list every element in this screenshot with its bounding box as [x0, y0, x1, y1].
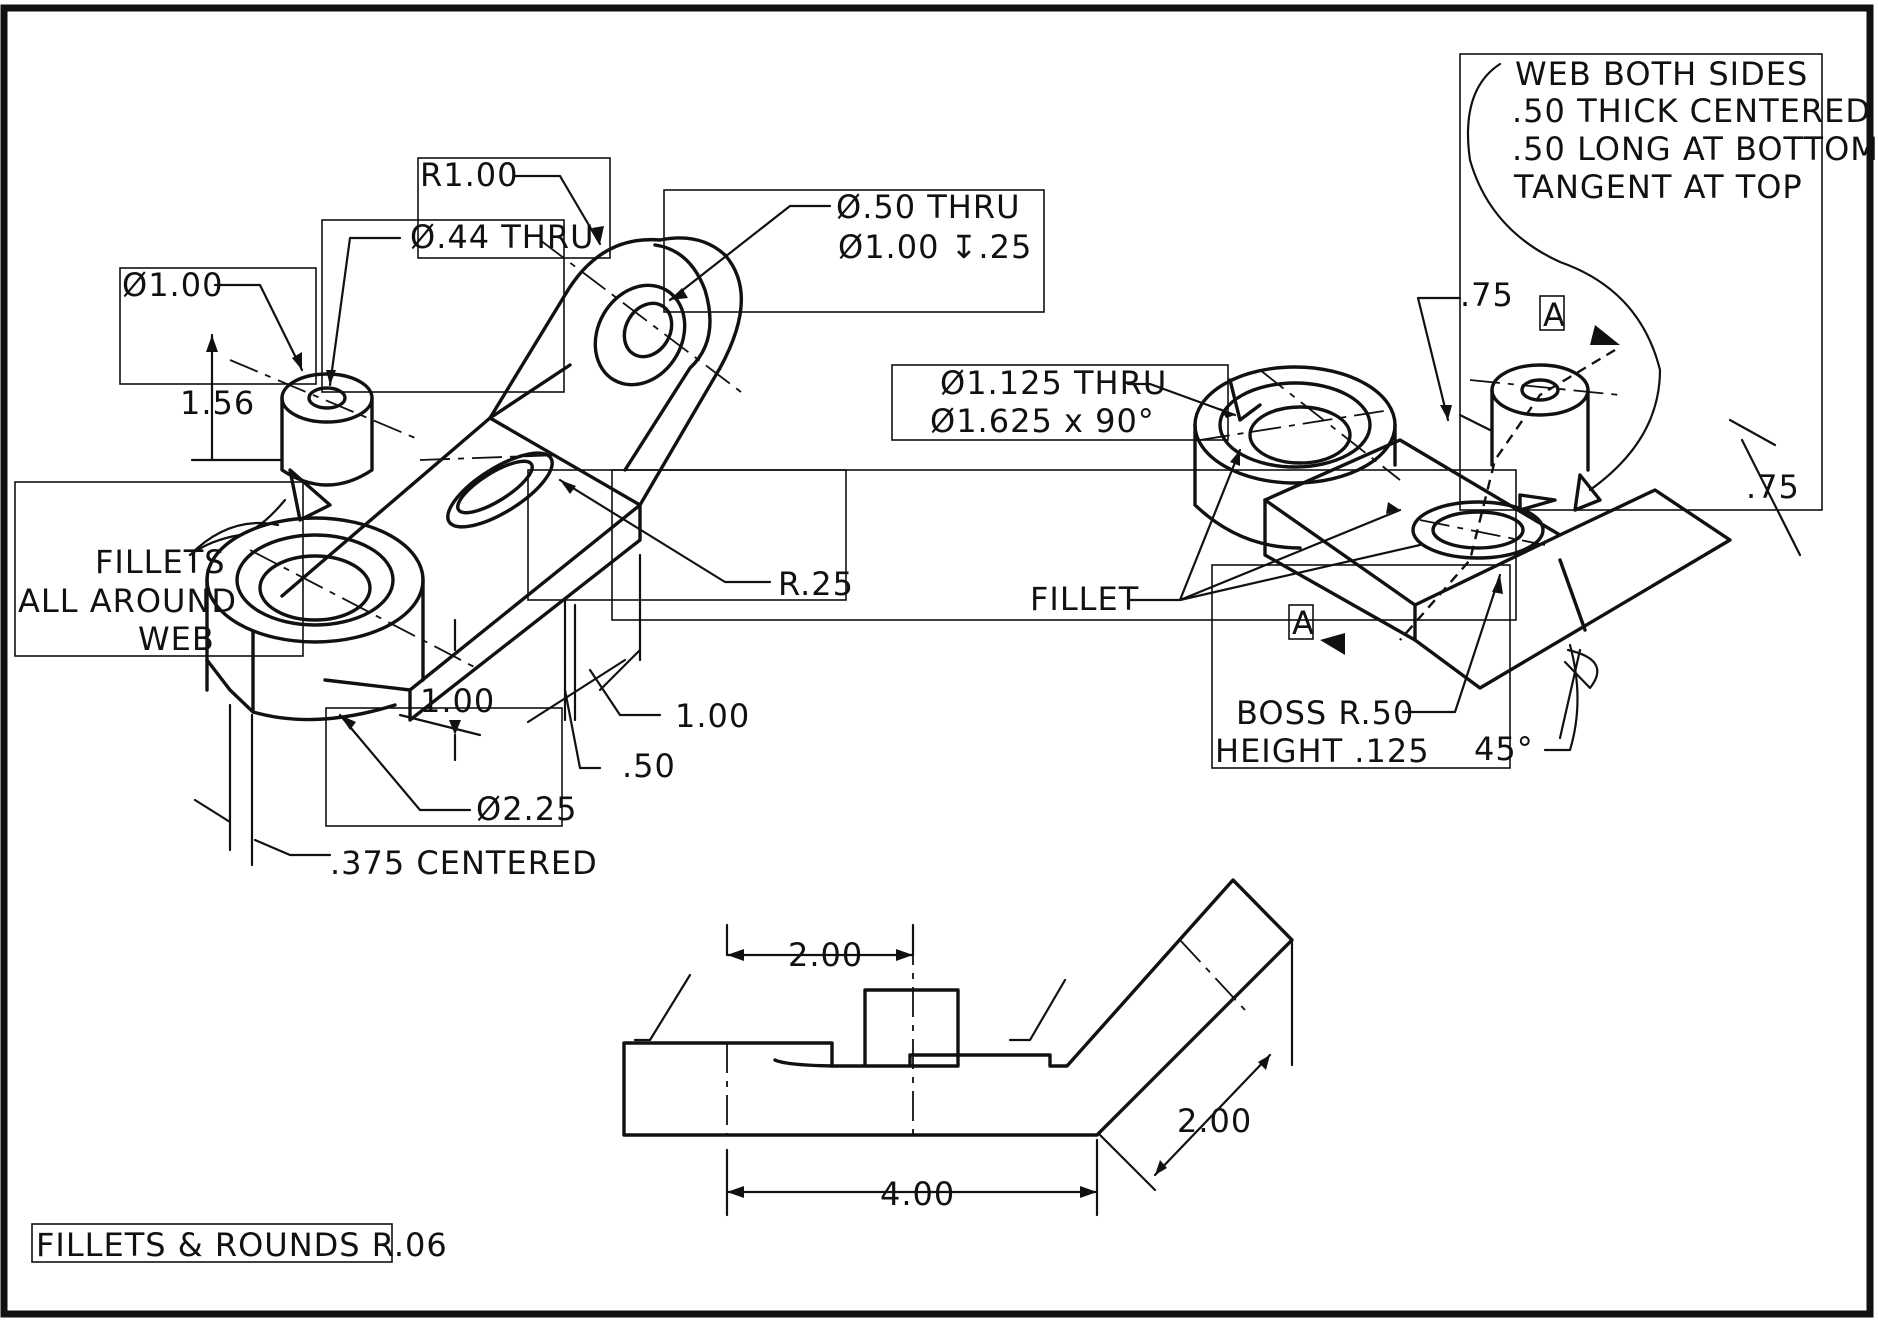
- label-dim100a: 1.00: [420, 682, 495, 720]
- label-boss-1: BOSS R.50: [1236, 694, 1414, 732]
- label-angle45: 45°: [1474, 730, 1534, 768]
- arrowheads: [206, 226, 1620, 1198]
- label-fillets-1: FILLETS: [95, 543, 226, 581]
- annotation-lines: [14, 53, 1823, 1263]
- label-web-line-1: WEB BOTH SIDES: [1515, 55, 1808, 93]
- label-fillets-3: WEB: [138, 620, 215, 658]
- label-thru44: Ø.44 THRU: [410, 218, 595, 256]
- label-r25: R.25: [778, 565, 854, 603]
- label-dia100: Ø1.00: [122, 266, 223, 304]
- label-dim156: 1.56: [180, 384, 255, 422]
- label-csink: Ø1.625 x 90°: [930, 402, 1155, 440]
- label-web-line-3: .50 LONG AT BOTTOM: [1512, 130, 1878, 168]
- label-dim200b: 2.00: [1177, 1102, 1252, 1140]
- label-r100: R1.00: [420, 156, 518, 194]
- label-web-line-2: .50 THICK CENTERED: [1512, 92, 1871, 130]
- label-centered: .375 CENTERED: [330, 844, 598, 882]
- drawing-border: [0, 4, 1874, 1318]
- label-general-note: FILLETS & ROUNDS R.06: [36, 1226, 448, 1264]
- label-fillet: FILLET: [1030, 580, 1139, 618]
- annotation-text: R1.00 Ø.44 THRU Ø1.00 1.56 Ø.50 THRU Ø1.…: [18, 55, 1878, 1264]
- label-fillets-2: ALL AROUND: [18, 582, 237, 620]
- front-view: [622, 878, 1294, 1137]
- isometric-part-left: [205, 236, 746, 722]
- isometric-part-right: [1193, 348, 1732, 690]
- label-thru1125: Ø1.125 THRU: [940, 364, 1167, 402]
- label-section-a-1: A: [1543, 296, 1566, 334]
- label-dim75a: .75: [1460, 276, 1514, 314]
- label-thru50: Ø.50 THRU: [836, 188, 1021, 226]
- label-dim50: .50: [622, 747, 676, 785]
- label-cbore: Ø1.00 ↧.25: [838, 228, 1032, 266]
- label-dim75b: .75: [1746, 468, 1800, 506]
- label-dim400: 4.00: [880, 1175, 955, 1213]
- label-dim200a: 2.00: [788, 936, 863, 974]
- label-web-line-4: TANGENT AT TOP: [1513, 168, 1803, 206]
- label-dim100b: 1.00: [675, 697, 750, 735]
- label-dia225: Ø2.25: [476, 790, 577, 828]
- label-section-a-2: A: [1292, 604, 1315, 642]
- label-boss-2: HEIGHT .125: [1215, 732, 1430, 770]
